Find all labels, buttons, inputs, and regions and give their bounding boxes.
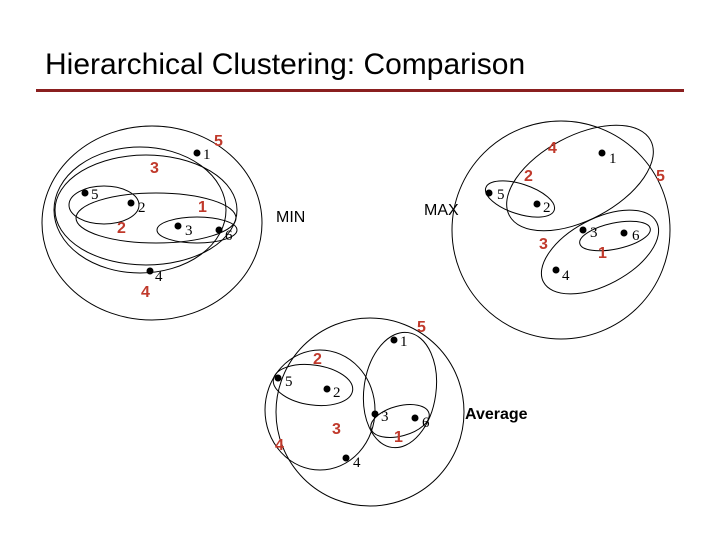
merge-order-label: 1 xyxy=(394,429,403,446)
point-label: 6 xyxy=(225,228,233,244)
avg-cluster-5-2 xyxy=(272,363,354,407)
point-dot xyxy=(620,229,628,237)
merge-order-label: 2 xyxy=(117,220,126,237)
point-dot xyxy=(342,454,350,462)
max-cluster-top xyxy=(506,124,654,232)
min-merge-order: 5 3 1 2 4 xyxy=(117,133,223,301)
max-cluster-3-6-4 xyxy=(540,209,660,295)
point-dot xyxy=(533,200,541,208)
point-label: 2 xyxy=(333,385,341,401)
avg-cluster-3-6 xyxy=(370,404,430,438)
point-label: 2 xyxy=(543,200,551,216)
min-cluster-2-level xyxy=(75,192,237,244)
merge-order-label: 4 xyxy=(141,284,150,301)
point-dot xyxy=(579,226,587,234)
merge-order-label: 5 xyxy=(656,168,665,185)
point-dot xyxy=(411,414,419,422)
merge-order-label: 4 xyxy=(548,140,557,157)
max-merge-order: 4 5 2 3 1 xyxy=(524,140,665,262)
min-cluster-outer xyxy=(41,125,263,321)
point-label: 3 xyxy=(590,225,598,241)
merge-order-label: 3 xyxy=(539,236,548,253)
max-points: 1 5 2 3 6 4 xyxy=(485,149,640,284)
merge-order-label: 3 xyxy=(150,160,159,177)
panel-label-average: Average xyxy=(465,406,528,423)
point-dot xyxy=(371,410,379,418)
min-cluster-3-level xyxy=(54,154,238,266)
min-cluster-4-level xyxy=(68,185,140,225)
point-label: 3 xyxy=(381,409,389,425)
point-dot xyxy=(81,189,89,197)
point-dot xyxy=(127,199,135,207)
point-label: 1 xyxy=(609,151,617,167)
point-label: 5 xyxy=(91,187,99,203)
avg-merge-order: 5 2 4 3 1 xyxy=(275,319,426,454)
avg-cluster-1-3-6 xyxy=(362,331,438,449)
min-cluster-1-level xyxy=(156,216,238,244)
avg-cluster-outer xyxy=(275,317,465,507)
merge-order-label: 2 xyxy=(313,351,322,368)
point-label: 2 xyxy=(138,200,146,216)
point-label: 1 xyxy=(203,147,211,163)
min-points: 1 2 3 4 5 6 xyxy=(81,147,233,285)
avg-cluster-2-5-4 xyxy=(264,349,376,471)
merge-order-label: 3 xyxy=(332,421,341,438)
point-dot xyxy=(215,226,223,234)
max-cluster-outer xyxy=(451,120,671,340)
merge-order-label: 5 xyxy=(417,319,426,336)
point-dot xyxy=(274,374,282,382)
point-label: 6 xyxy=(422,415,430,431)
point-dot xyxy=(552,266,560,274)
point-dot xyxy=(193,149,201,157)
point-label: 4 xyxy=(353,455,361,471)
merge-order-label: 4 xyxy=(275,437,284,454)
point-dot xyxy=(485,189,493,197)
point-dot xyxy=(323,385,331,393)
merge-order-label: 1 xyxy=(598,245,607,262)
merge-order-label: 2 xyxy=(524,168,533,185)
point-label: 3 xyxy=(185,223,193,239)
point-label: 1 xyxy=(400,334,408,350)
title-rule xyxy=(36,89,684,92)
avg-points: 1 5 2 3 6 4 xyxy=(274,334,430,471)
panel-label-max: MAX xyxy=(424,202,459,219)
merge-order-label: 5 xyxy=(214,133,223,150)
point-label: 4 xyxy=(155,269,163,285)
point-label: 5 xyxy=(285,374,293,390)
point-label: 4 xyxy=(562,268,570,284)
max-cluster-5-2 xyxy=(484,180,556,218)
panel-label-min: MIN xyxy=(276,209,305,226)
point-label: 5 xyxy=(497,187,505,203)
slide-title: Hierarchical Clustering: Comparison xyxy=(45,48,526,81)
point-dot xyxy=(390,336,398,344)
point-dot xyxy=(174,222,182,230)
max-cluster-3-6 xyxy=(579,220,651,252)
min-cluster-5-level xyxy=(53,146,227,274)
point-dot xyxy=(146,267,154,275)
merge-order-label: 1 xyxy=(198,199,207,216)
point-dot xyxy=(598,149,606,157)
point-label: 6 xyxy=(632,228,640,244)
